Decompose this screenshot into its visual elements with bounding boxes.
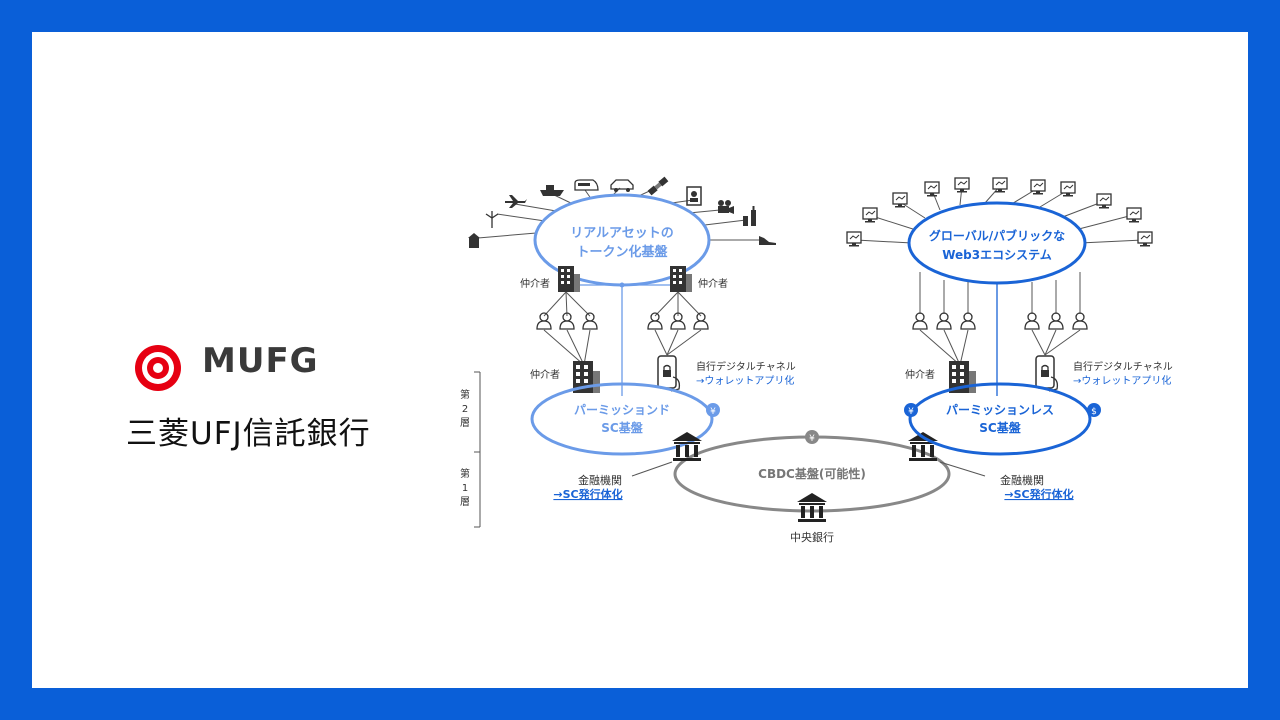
intermediary-label-lower-left: 仲介者 <box>530 368 560 381</box>
web3-node-monitor-icon <box>1096 193 1112 210</box>
dollar-token-icon <box>1087 403 1101 417</box>
central-bank-icon <box>797 493 827 522</box>
permissionless-title-line2: SC基盤 <box>979 420 1021 435</box>
web3-node-monitor-icon <box>954 177 970 194</box>
real-asset-title-line1: リアルアセットの <box>570 226 674 241</box>
yen-token-icon <box>706 403 720 417</box>
channel-label-left-1: 自行デジタルチャネル <box>696 360 796 373</box>
web3-node-monitor-icon <box>1030 179 1046 196</box>
wind-turbine-icon <box>485 211 499 228</box>
yen-symbol: ¥ <box>710 407 716 417</box>
channel-label-right-2: →ウォレットアプリ化 <box>1073 374 1171 387</box>
mufg-logo: MUFG 三菱UFJ信託銀行 <box>126 341 396 454</box>
channel-label-right-1: 自行デジタルチャネル <box>1073 360 1173 373</box>
layer-2-label: 第 2 層 <box>460 388 470 429</box>
web3-node-monitor-icon <box>992 177 1008 194</box>
yen-token-icon <box>904 403 918 417</box>
web3-title-line2: Web3エコシステム <box>942 248 1052 262</box>
permissionless-sc-platform-ellipse <box>908 382 1092 456</box>
web3-node-monitor-icon <box>924 181 940 198</box>
central-bank-label: 中央銀行 <box>790 530 834 544</box>
tokenization-diagram: 第 2 層 第 1 層 <box>460 176 1173 544</box>
wine-bottle-icon <box>743 206 756 226</box>
web3-node-monitor-icon <box>1137 231 1153 248</box>
svg-text:層: 層 <box>460 496 470 508</box>
fi-label-left-1: 金融機関 <box>578 473 622 487</box>
users-group-right <box>912 312 1088 330</box>
yen-symbol: ¥ <box>809 434 815 444</box>
fi-label-right-1: 金融機関 <box>1000 473 1044 487</box>
cbdc-title: CBDC基盤(可能性) <box>758 466 866 481</box>
intermediary-label-lower-right: 仲介者 <box>905 368 935 381</box>
permissioned-title-line1: パーミッションド <box>574 403 670 417</box>
real-asset-title-line2: トークン化基盤 <box>576 244 668 260</box>
sneaker-icon <box>759 236 776 245</box>
car-icon <box>610 179 634 192</box>
intermediary-label-upper-left: 仲介者 <box>520 277 550 290</box>
permissioned-sc-platform-ellipse <box>530 382 714 456</box>
fi-label-right-2: →SC発行体化 <box>1004 487 1073 501</box>
user-icon <box>1024 312 1040 330</box>
brand-name: MUFG <box>202 341 319 381</box>
ship-icon <box>540 185 564 196</box>
web3-node-monitor-icon <box>1060 181 1076 198</box>
layer-1-label: 第 1 層 <box>460 467 470 508</box>
building-asset-icon <box>468 233 480 248</box>
svg-text:第: 第 <box>460 388 470 401</box>
user-icon <box>912 312 928 330</box>
asset-icons <box>468 176 776 248</box>
yen-symbol: ¥ <box>908 407 914 417</box>
web3-node-monitor-icon <box>862 207 878 224</box>
svg-text:第: 第 <box>460 467 470 480</box>
slide-page: MUFG 三菱UFJ信託銀行 <box>32 32 1248 688</box>
artwork-icon <box>686 186 702 206</box>
user-icon <box>1072 312 1088 330</box>
cbdc-yen-token-icon <box>805 430 819 444</box>
svg-text:1: 1 <box>462 483 468 494</box>
web3-node-monitor-icon <box>1126 207 1142 224</box>
smartphone-wallet-icon <box>1035 355 1059 392</box>
layer-bracket <box>474 371 481 528</box>
movie-camera-icon <box>718 200 734 214</box>
fi-label-left-2: →SC発行体化 <box>553 487 622 501</box>
permissioned-title-line2: SC基盤 <box>601 420 643 435</box>
airplane-icon <box>505 195 527 208</box>
web3-ecosystem-ellipse <box>907 201 1087 285</box>
intermediary-label-upper-right: 仲介者 <box>698 277 728 290</box>
permissionless-title-line1: パーミッションレス <box>946 403 1054 417</box>
user-icon <box>1048 312 1064 330</box>
user-icon <box>936 312 952 330</box>
mufg-ring-icon <box>135 345 181 391</box>
dollar-symbol: $ <box>1091 407 1097 417</box>
web3-node-monitor-icon <box>846 231 862 248</box>
satellite-icon <box>647 176 669 196</box>
subsidiary-name: 三菱UFJ信託銀行 <box>126 416 371 452</box>
train-icon <box>574 179 599 191</box>
channel-label-left-2: →ウォレットアプリ化 <box>696 374 794 387</box>
svg-text:層: 層 <box>460 417 470 429</box>
web3-title-line1: グローバル/パブリックな <box>929 228 1065 243</box>
financial-institution-bank-icon <box>672 432 702 461</box>
smartphone-wallet-icon <box>657 355 681 392</box>
user-icon <box>960 312 976 330</box>
svg-text:2: 2 <box>462 404 468 415</box>
